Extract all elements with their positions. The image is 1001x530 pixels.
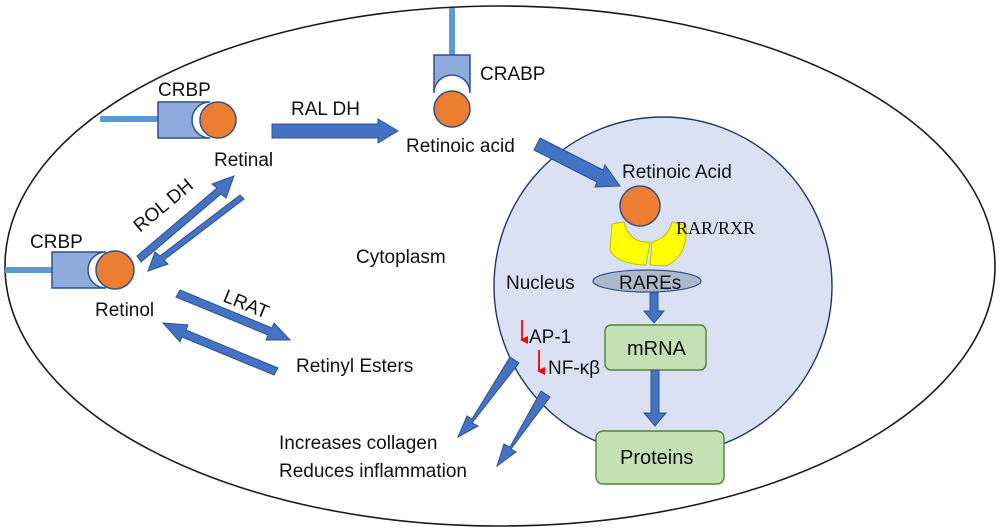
lrat-forward-arrow [175, 289, 292, 341]
effect-collagen-label: Increases collagen [279, 433, 437, 454]
rares-label: RAREs [619, 273, 681, 294]
retinoic-acid-ligand [433, 90, 471, 128]
ap1-label: AP-1 [529, 327, 571, 348]
retinyl-esters-label: Retinyl Esters [296, 356, 413, 377]
lrat-reverse-arrow [161, 322, 279, 376]
retinoic-acid-cyto-label: Retinoic acid [406, 136, 515, 157]
retinoic-acid-ligand-nuclear [619, 185, 661, 227]
rares-element [592, 269, 702, 293]
crabp-label: CRABP [480, 64, 545, 85]
crbp-retinol-complex [5, 250, 135, 290]
crbp-protein [51, 251, 107, 289]
retinol-label: Retinol [95, 300, 154, 321]
retinal-label: Retinal [214, 150, 273, 171]
ral-dh-arrow [271, 118, 399, 144]
retinoic-acid-nuc-label: Retinoic Acid [622, 162, 732, 183]
nucleus-label: Nucleus [506, 273, 575, 294]
rxr-receptor [649, 221, 687, 267]
crabp-protein [433, 54, 471, 94]
ral-dh-label: RAL DH [291, 99, 360, 120]
proteins-label: Proteins [620, 447, 693, 469]
crabp-retinoic-acid-complex [433, 8, 471, 128]
effect-arrow-collagen [456, 356, 520, 439]
mrna-label: mRNA [627, 338, 687, 360]
retinol-ligand [95, 250, 135, 290]
nfkb-label: NF-κβ [548, 358, 600, 379]
rar-rxr-label: RAR/RXR [676, 218, 755, 238]
crbp-left-label: CRBP [30, 232, 83, 253]
rar-receptor [609, 221, 651, 266]
effect-arrow-inflammation [496, 390, 551, 468]
rol-dh-reverse-arrow [147, 194, 245, 272]
crbp-retinal-complex [100, 101, 237, 139]
rares-to-mrna-arrow [642, 292, 666, 324]
effect-inflammation-label: Reduces inflammation [279, 461, 467, 482]
rol-dh-forward-arrow [136, 175, 235, 263]
crbp-top-label: CRBP [158, 80, 211, 101]
proteins-box [595, 430, 725, 485]
cytoplasm-label: Cytoplasm [356, 247, 446, 268]
crbp-protein [157, 101, 211, 139]
retinoic-acid-transport-arrow [533, 137, 621, 188]
retinal-ligand [199, 101, 237, 139]
mrna-to-proteins-arrow [642, 369, 668, 427]
